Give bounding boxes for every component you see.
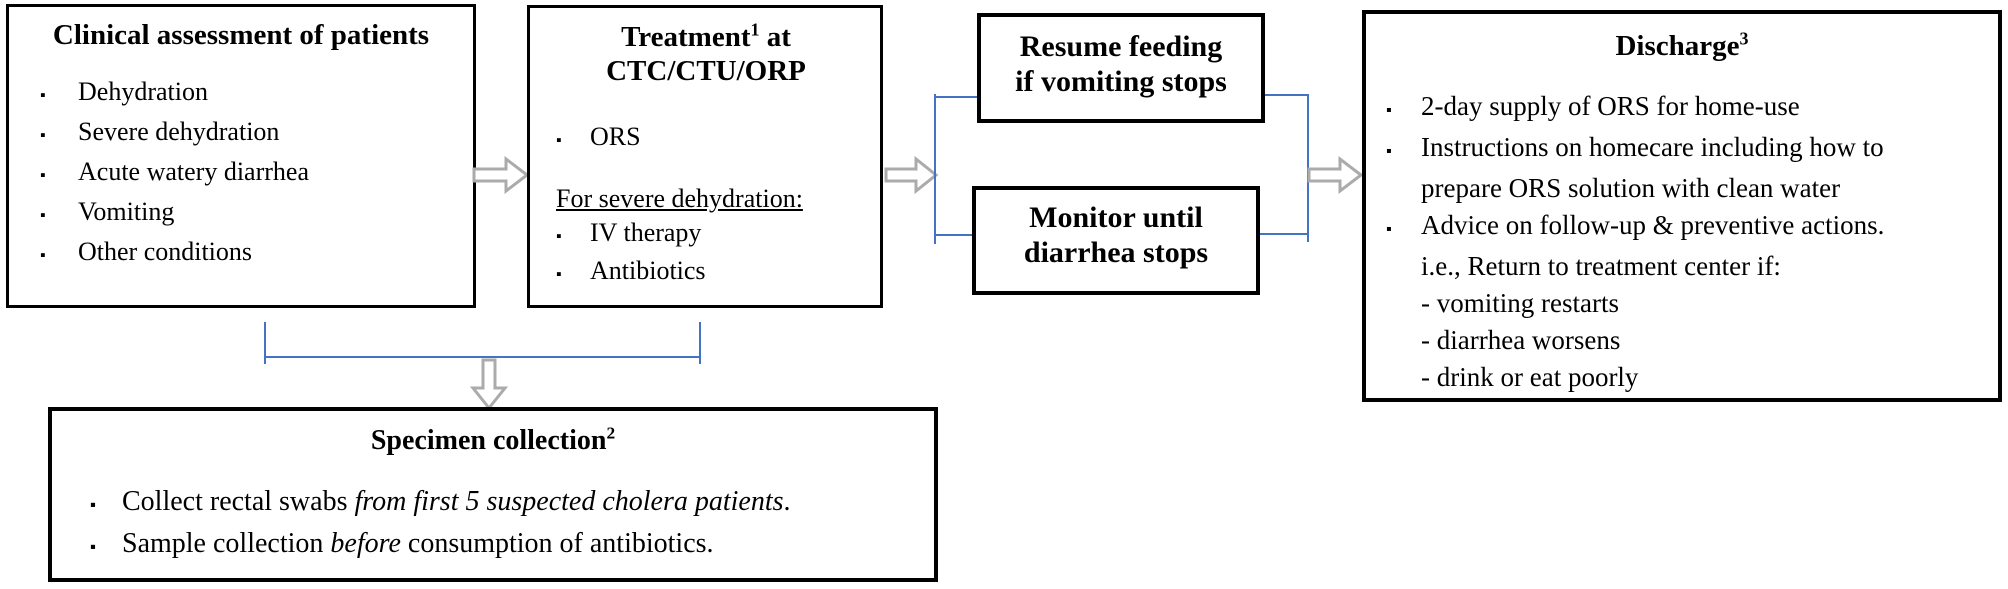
monitor-label-line2: diarrhea stops xyxy=(1023,236,1209,269)
monitor-label-line1: Monitor until xyxy=(1029,201,1203,234)
list-item-label: ORS xyxy=(590,122,641,151)
specimen-collection-list: ▪ Collect rectal swabs from first 5 suspe… xyxy=(76,482,910,566)
treatment-title-after: at xyxy=(759,21,791,53)
list-item-label: Sample collection before consumption of … xyxy=(122,524,910,563)
list-item-label: Dehydration xyxy=(78,77,208,106)
bullet-square-icon: ▪ xyxy=(40,87,46,104)
list-item-label: Acute watery diarrhea xyxy=(78,157,309,186)
discharge-title: Discharge3 xyxy=(1386,28,1978,62)
list-item-label: Instructions on homecare including how t… xyxy=(1421,132,1884,162)
bullet-square-icon: ▪ xyxy=(40,207,46,224)
right-arrow-icon xyxy=(472,156,529,194)
bullet-square-icon: ▪ xyxy=(556,132,562,149)
list-item-label: Other conditions xyxy=(78,237,253,266)
right-arrow-icon xyxy=(884,156,938,194)
discharge-list: ▪ 2-day supply of ORS for home-use ▪ Instr… xyxy=(1386,88,1978,396)
resume-feeding-label-line1: Resume feeding xyxy=(1019,30,1223,63)
list-item: ▪ IV therapy xyxy=(556,216,856,254)
down-arrow-icon xyxy=(469,358,509,410)
right-arrow-icon xyxy=(1307,155,1363,195)
list-item: ▪ Antibiotics xyxy=(556,254,856,292)
list-item-label: Antibiotics xyxy=(590,256,706,285)
clinical-assessment-box: Clinical assessment of patients ▪ Dehydra… xyxy=(6,4,476,308)
discharge-title-word: Discharge xyxy=(1615,30,1740,62)
list-item: ▪ Sample collection before consumption of… xyxy=(90,524,910,566)
treatment-title: Treatment1 at xyxy=(556,20,856,54)
followup-intro: i.e., Return to treatment center if: xyxy=(1421,251,1781,281)
discharge-box: Discharge3 ▪ 2-day supply of ORS for home… xyxy=(1362,10,2002,402)
bullet-square-icon: ▪ xyxy=(40,127,46,144)
list-item: ▪ 2-day supply of ORS for home-use xyxy=(1386,88,1978,129)
list-item-label: Vomiting xyxy=(78,197,175,226)
bullet-square-icon: ▪ xyxy=(40,247,46,264)
footnote-2-marker: 2 xyxy=(606,423,616,443)
followup-item: - vomiting restarts xyxy=(1421,288,1619,318)
footnote-1-marker: 1 xyxy=(750,19,760,40)
connector-bottom-horizontal xyxy=(264,356,701,358)
clinical-assessment-title: Clinical assessment of patients xyxy=(52,19,430,51)
bullet-square-icon: ▪ xyxy=(90,495,96,514)
treatment-box: Treatment1 at CTC/CTU/ORP ▪ ORS For sever… xyxy=(527,5,883,308)
clinical-assessment-list: ▪ Dehydration ▪ Severe dehydration ▪ Acute … xyxy=(25,74,457,274)
list-item-label: IV therapy xyxy=(590,218,702,247)
followup-item: - diarrhea worsens xyxy=(1421,325,1621,355)
treatment-title-word: Treatment xyxy=(621,21,751,53)
connector-bottom-right-vertical xyxy=(699,322,701,364)
connector-right-bracket-top xyxy=(1265,94,1309,96)
bullet-square-icon: ▪ xyxy=(1386,220,1392,238)
connector-left-bracket-bottom xyxy=(934,234,972,236)
bullet-square-icon: ▪ xyxy=(40,167,46,184)
list-item: ▪ Other conditions xyxy=(40,234,457,274)
text-segment: Sample collection xyxy=(122,528,331,559)
bullet-square-icon: ▪ xyxy=(1386,101,1392,119)
list-item-continuation: prepare ORS solution with clean water xyxy=(1421,173,1841,203)
list-item: ▪ Severe dehydration xyxy=(40,114,457,154)
text-segment-italic: before xyxy=(330,528,401,559)
list-item-label: Severe dehydration xyxy=(78,117,280,146)
list-item: ▪ Dehydration xyxy=(40,74,457,114)
text-segment: . xyxy=(783,486,791,517)
list-item-label: 2-day supply of ORS for home-use xyxy=(1421,91,1800,121)
resume-feeding-label-line2: if vomiting stops xyxy=(1015,65,1227,98)
monitor-box: Monitor until diarrhea stops xyxy=(972,186,1260,295)
list-item: ▪ ORS xyxy=(556,120,856,158)
treatment-title-line2: CTC/CTU/ORP xyxy=(606,55,806,87)
list-item-label: Collect rectal swabs from first 5 suspec… xyxy=(122,482,910,521)
connector-right-bracket-bottom xyxy=(1260,233,1309,235)
list-item-label: Advice on follow-up & preventive actions… xyxy=(1421,210,1885,240)
connector-left-bracket-vertical xyxy=(934,94,936,244)
specimen-collection-title: Specimen collection2 xyxy=(76,423,910,456)
list-item: ▪ Collect rectal swabs from first 5 suspe… xyxy=(90,482,910,524)
list-item: ▪ Advice on follow-up & preventive action… xyxy=(1386,207,1978,248)
bullet-square-icon: ▪ xyxy=(1386,142,1392,160)
list-item: ▪ Instructions on homecare including how … xyxy=(1386,129,1978,170)
list-item: ▪ Vomiting xyxy=(40,194,457,234)
list-item: ▪ Acute watery diarrhea xyxy=(40,154,457,194)
connector-left-bracket-top xyxy=(934,96,977,98)
footnote-3-marker: 3 xyxy=(1739,28,1749,49)
bullet-square-icon: ▪ xyxy=(556,266,562,283)
text-segment: Collect rectal swabs xyxy=(122,486,355,517)
specimen-title-word: Specimen collection xyxy=(370,425,607,456)
text-segment-italic: from first 5 suspected cholera patients xyxy=(354,486,784,517)
severe-dehydration-subheading: For severe dehydration: xyxy=(556,184,803,213)
bullet-square-icon: ▪ xyxy=(90,537,96,556)
specimen-collection-box: Specimen collection2 ▪ Collect rectal swa… xyxy=(48,407,938,582)
resume-feeding-box: Resume feeding if vomiting stops xyxy=(977,13,1265,123)
followup-item: - drink or eat poorly xyxy=(1421,362,1639,392)
bullet-square-icon: ▪ xyxy=(556,228,562,245)
text-segment: consumption of antibiotics. xyxy=(400,528,714,559)
connector-bottom-left-vertical xyxy=(264,322,266,364)
